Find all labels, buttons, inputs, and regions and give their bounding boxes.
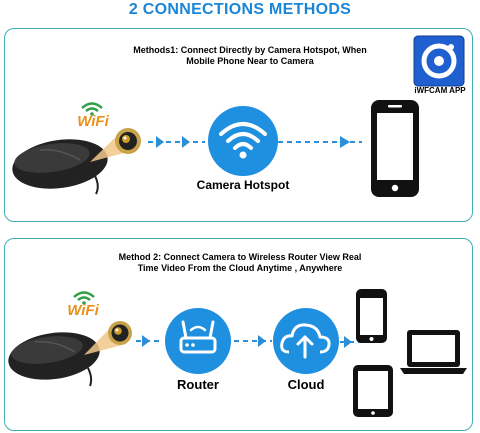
app-label: iWFCAM APP bbox=[414, 86, 466, 95]
wifi-text: WiFi bbox=[67, 302, 99, 319]
method2-caption: Method 2: Connect Camera to Wireless Rou… bbox=[70, 252, 410, 274]
router-label: Router bbox=[177, 377, 219, 392]
hotspot-label: Camera Hotspot bbox=[196, 178, 290, 192]
method1-caption: Methods1: Connect Directly by Camera Hot… bbox=[80, 45, 420, 67]
page-title: 2 CONNECTIONS METHODS bbox=[128, 1, 352, 18]
wifi-text: WiFi bbox=[77, 113, 109, 130]
cloud-label: Cloud bbox=[287, 377, 325, 392]
method2-caption-line2: Time Video From the Cloud Anytime , Anyw… bbox=[137, 263, 343, 273]
method1-caption-line1: Methods1: Connect Directly by Camera Hot… bbox=[133, 45, 367, 55]
method1-caption-line2: Mobile Phone Near to Camera bbox=[186, 56, 314, 66]
method2-caption-line1: Method 2: Connect Camera to Wireless Rou… bbox=[118, 252, 362, 262]
